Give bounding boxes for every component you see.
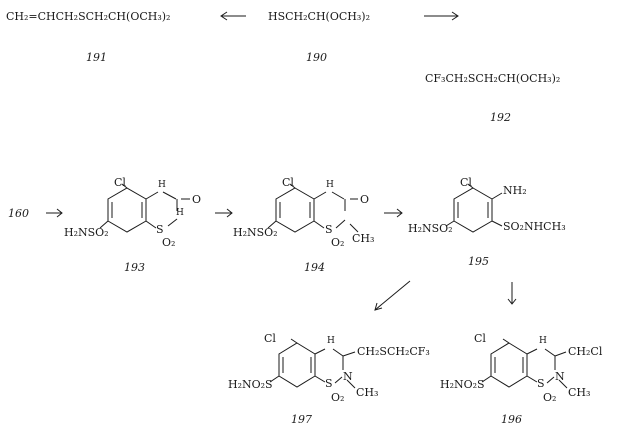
s195-amine: NH₂ (503, 184, 527, 197)
compound-190-number: 190 (306, 51, 327, 64)
s197-sulfonamide: H₂NO₂S (228, 378, 273, 391)
compound-160-number: 160 (8, 207, 29, 220)
s195-left-sulfonamide: H₂NSO₂ (408, 222, 453, 235)
s196-sulfonamide: H₂NO₂S (440, 378, 485, 391)
s194-dioxide: O₂ (331, 236, 345, 249)
s196-side-chain: CH₂Cl (568, 345, 603, 358)
arrow-190-to-192 (424, 11, 459, 21)
compound-193-number: 193 (124, 261, 145, 274)
ring-196 (481, 338, 568, 389)
s193-nh2-h: H (176, 208, 184, 218)
compound-192-number: 192 (490, 111, 511, 124)
s193-chloro: Cl (114, 176, 126, 189)
s197-side-chain: CH₂SCH₂CF₃ (357, 345, 430, 358)
s197-dioxide: O₂ (331, 391, 345, 404)
ring-194 (267, 183, 359, 233)
arrow-195-to-196 (507, 282, 517, 305)
ring-193 (99, 183, 190, 233)
s195-chloro: Cl (460, 176, 472, 189)
s195-right-sulfonamide: SO₂NHCH₃ (503, 220, 566, 233)
s194-carbonyl-o: O (360, 193, 370, 206)
compound-192-formula: CF₃CH₂SCH₂CH(OCH₃)₂ (425, 72, 561, 85)
s194-nh-h: H (326, 180, 334, 190)
compound-196-number: 196 (501, 413, 522, 426)
s196-nh-h: H (539, 336, 547, 346)
compound-191-formula: CH₂=CHCH₂SCH₂CH(OCH₃)₂ (6, 10, 171, 23)
s197-chloro: Cl (264, 332, 276, 345)
s194-methyl: CH₃ (352, 232, 375, 245)
arrow-193-to-194 (215, 208, 233, 218)
s196-methyl: CH₃ (568, 386, 591, 399)
compound-190-formula: HSCH₂CH(OCH₃)₂ (268, 10, 370, 23)
s194-chloro: Cl (282, 176, 294, 189)
s194-sulfur: S (325, 223, 333, 236)
ring-195 (445, 183, 503, 233)
s193-nh-h: H (158, 180, 166, 190)
s197-sulfur: S (325, 377, 333, 390)
s196-chloro: Cl (474, 332, 486, 345)
s193-sulfonamide: H₂NSO₂ (64, 226, 109, 239)
arrow-190-to-191 (220, 11, 246, 21)
s194-sulfonamide: H₂NSO₂ (233, 226, 278, 239)
s193-carbonyl-o: O (192, 193, 202, 206)
compound-191-number: 191 (86, 51, 107, 64)
s196-sulfur: S (537, 377, 545, 390)
arrow-160-to-193 (46, 208, 63, 218)
s196-nitrogen: N (555, 370, 565, 383)
compound-194-number: 194 (304, 261, 325, 274)
s196-dioxide: O₂ (543, 391, 557, 404)
s193-dioxide: O₂ (162, 236, 176, 249)
arrow-194-to-195 (384, 208, 403, 218)
s197-nh-h: H (327, 336, 335, 346)
arrow-195-to-197 (374, 280, 411, 311)
compound-197-number: 197 (291, 413, 312, 426)
ring-197 (269, 338, 356, 389)
s193-sulfur: S (156, 223, 164, 236)
s197-nitrogen: N (343, 370, 353, 383)
s197-methyl: CH₃ (356, 386, 379, 399)
compound-195-number: 195 (468, 255, 489, 268)
